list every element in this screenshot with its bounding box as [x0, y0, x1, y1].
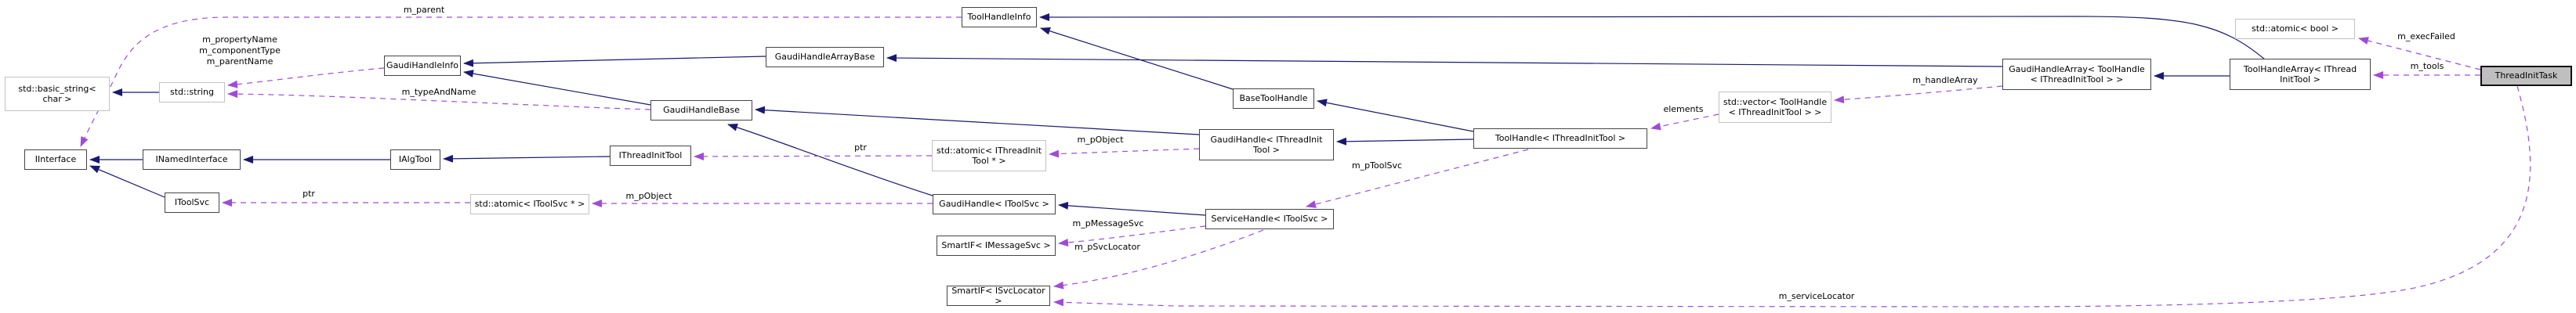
node-std-atomic-itoolsvc[interactable]: std::atomic< IToolSvc * >: [470, 194, 589, 214]
edge-m-servicelocator: [1053, 85, 2531, 308]
edge-label-m-pmessagesvc: m_pMessageSvc: [1072, 218, 1144, 228]
edge-label-ptr-itoolsvc: ptr: [303, 189, 315, 199]
edge-label-ptr-ithread: ptr: [854, 142, 867, 153]
edge-label-m-pobject-itoolsvc: m_pObject: [625, 191, 672, 201]
node-tool-handle-array[interactable]: ToolHandleArray< IThread InitTool >: [2230, 59, 2371, 90]
node-gaudi-handle-array[interactable]: GaudiHandleArray< ToolHandle < IThreadIn…: [2002, 59, 2151, 90]
edge-toolhandle-ghithread: [1336, 137, 1474, 146]
node-smartif-isvclocator[interactable]: SmartIF< ISvcLocator >: [947, 286, 1050, 306]
node-gaudi-handle-array-base[interactable]: GaudiHandleArrayBase: [766, 47, 884, 67]
edge-m-execfailed: [2358, 37, 2481, 70]
edge-elements: [1650, 113, 1719, 131]
edge-basetoolhandle-toolhandleinfo: [1040, 27, 1234, 90]
edge-m-psvclocator: [1053, 229, 1264, 290]
node-thread-init-task[interactable]: ThreadInitTask: [2480, 66, 2572, 86]
edge-servicehandle-ghitoolsvc: [1058, 201, 1206, 216]
node-std-basic-string[interactable]: std::basic_string< char >: [5, 77, 110, 111]
node-std-atomic-bool[interactable]: std::atomic< bool >: [2235, 19, 2355, 39]
node-gaudi-handle-itoolsvc[interactable]: GaudiHandle< IToolSvc >: [933, 194, 1056, 214]
edge-label-m-typeandname: m_typeAndName: [401, 87, 476, 97]
edge-label-m-psvclocator: m_pSvcLocator: [1074, 242, 1140, 252]
node-tool-handle-ithreadinit[interactable]: ToolHandle< IThreadInitTool >: [1473, 128, 1647, 149]
node-std-vector-toolhandle[interactable]: std::vector< ToolHandle < IThreadInitToo…: [1719, 92, 1831, 123]
edge-m-parent: [80, 16, 962, 147]
edge-label-m-ptoolsvc: m_pToolSvc: [1351, 160, 1403, 171]
node-ithread-init-tool[interactable]: IThreadInitTool: [610, 146, 691, 166]
edge-ithreadinittool-ialgtool: [443, 154, 610, 163]
edge-label-m-pobject-ithread: m_pObject: [1077, 135, 1124, 145]
edge-label-m-tools: m_tools: [2410, 61, 2444, 71]
edge-label-m-execfailed: m_execFailed: [2397, 31, 2455, 41]
edge-m-ptoolsvc: [1306, 149, 1529, 208]
edge-gharraybase-ghinfo: [463, 56, 766, 67]
edge-label-m-parent: m_parent: [403, 5, 445, 15]
edge-m-pobject-ithread: [1049, 148, 1200, 158]
node-smartif-imessagesvc[interactable]: SmartIF< IMessageSvc >: [937, 236, 1056, 256]
edge-ghitoolsvc-ghbase: [727, 123, 933, 196]
node-tool-handle-info[interactable]: ToolHandleInfo: [962, 7, 1037, 27]
node-std-atomic-ithreadinit[interactable]: std::atomic< IThreadInit Tool * >: [932, 140, 1046, 171]
edge-ghithread-ghbase: [755, 106, 1200, 135]
node-inamed-interface[interactable]: INamedInterface: [143, 149, 241, 170]
edge-toolhandlearray-toolhandleinfo: [1039, 13, 2266, 60]
edge-label-elements: elements: [1663, 104, 1704, 114]
edge-m-propertyname: [227, 67, 385, 88]
edge-toolhandle-basetoolhandle: [1317, 99, 1474, 132]
edge-label-m-propertyname: m_propertyName m_componentType m_parentN…: [199, 34, 281, 67]
node-gaudi-handle-base[interactable]: GaudiHandleBase: [650, 100, 752, 121]
edge-label-m-handlearray: m_handleArray: [1912, 75, 1978, 85]
edge-ghbase-ghinfo: [463, 70, 651, 106]
edge-label-m-servicelocator: m_serviceLocator: [1778, 291, 1855, 301]
node-ialgtool[interactable]: IAlgTool: [390, 149, 440, 170]
node-gaudi-handle-ithreadinit[interactable]: GaudiHandle< IThreadInit Tool >: [1199, 129, 1334, 160]
node-base-tool-handle[interactable]: BaseToolHandle: [1233, 88, 1314, 109]
node-std-string[interactable]: std::string: [159, 82, 225, 103]
edge-m-typeandname: [227, 90, 651, 110]
node-iinterface[interactable]: IInterface: [24, 149, 87, 170]
node-itoolsvc[interactable]: IToolSvc: [165, 192, 219, 213]
node-service-handle-itoolsvc[interactable]: ServiceHandle< IToolSvc >: [1205, 209, 1334, 229]
edge-m-handlearray: [1834, 85, 2003, 104]
edge-gharray-gharraybase: [886, 54, 2003, 67]
node-gaudi-handle-info[interactable]: GaudiHandleInfo: [384, 56, 461, 76]
edge-itoolsvc-iinterface: [89, 165, 165, 198]
